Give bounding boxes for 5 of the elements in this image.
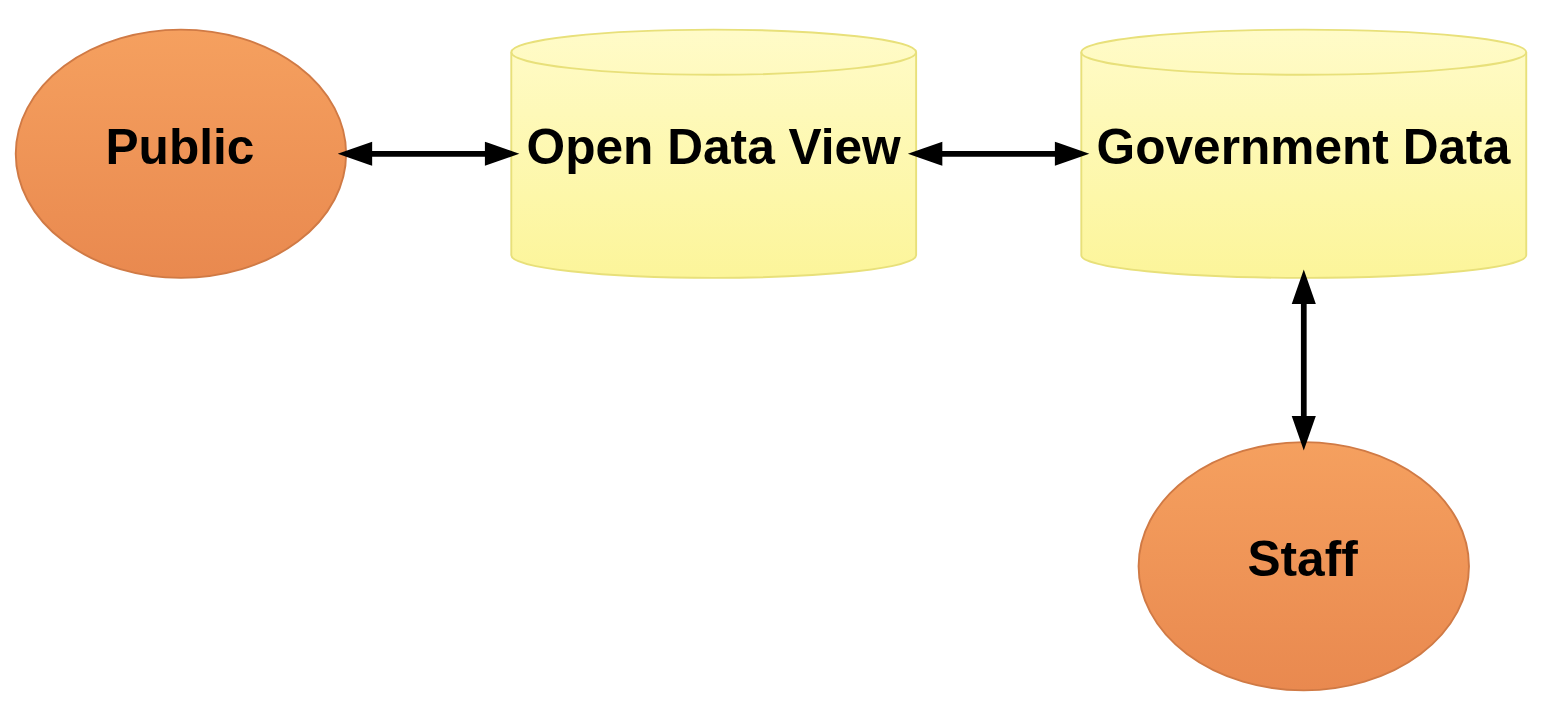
node-ellipse: Public xyxy=(14,28,348,279)
node-ellipse: Staff xyxy=(1137,440,1470,691)
arrow xyxy=(907,141,1090,166)
arrow xyxy=(337,141,520,166)
arrow xyxy=(1291,269,1316,450)
